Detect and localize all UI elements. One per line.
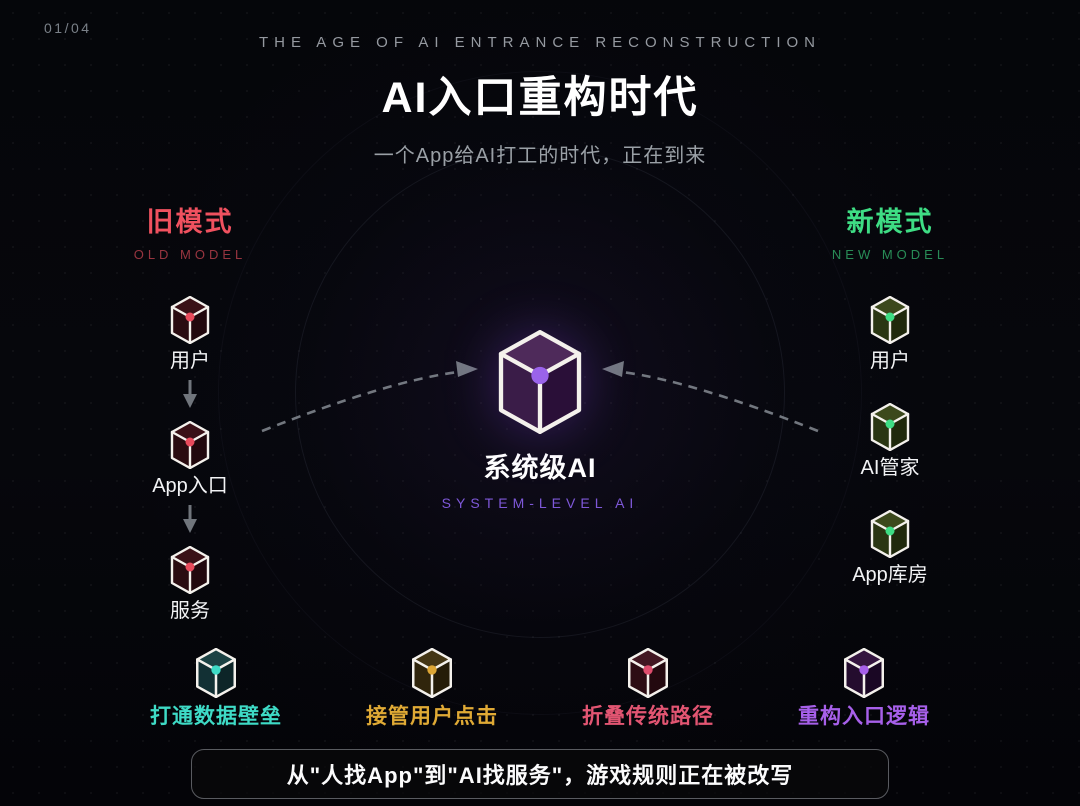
- old-chain-item-app-entrance: App入口: [110, 421, 270, 496]
- cube-icon: [195, 648, 237, 698]
- new-chain-label: AI管家: [860, 457, 920, 479]
- cube-icon: [870, 510, 910, 558]
- old-chain-item-service: 服务: [110, 546, 270, 621]
- summary-banner: 从"人找App"到"AI找服务"，游戏规则正在被改写: [191, 749, 889, 799]
- new-model-subtitle: NEW MODEL: [831, 247, 949, 262]
- old-to-hub-arrow-line: [261, 370, 459, 433]
- cube-icon: [170, 546, 210, 594]
- feature-label: 重构入口逻辑: [798, 705, 930, 728]
- old-chain-label: 用户: [170, 350, 210, 372]
- page-title: AI入口重构时代: [381, 74, 699, 122]
- new-model-column: 新模式 NEW MODEL 用户: [810, 200, 970, 585]
- old-chain-label: App入口: [152, 475, 228, 497]
- old-model-subtitle: OLD MODEL: [133, 247, 247, 262]
- feature-rebuild-entrance: 重构入口逻辑: [756, 648, 972, 727]
- new-model-title: 新模式: [846, 207, 934, 237]
- feature-data-walls: 打通数据壁垒: [108, 648, 324, 727]
- system-ai-cube-icon: [430, 330, 650, 434]
- hub-sublabel: SYSTEM-LEVEL AI: [441, 495, 639, 511]
- page-indicator: 01/04: [44, 20, 92, 36]
- hub-label: 系统级AI: [483, 453, 597, 483]
- new-chain-label: 用户: [870, 350, 910, 372]
- old-model-title: 旧模式: [146, 207, 234, 237]
- down-arrow-icon: [183, 380, 197, 408]
- cube-icon: [627, 648, 669, 698]
- header-eyebrow: THE AGE OF AI ENTRANCE RECONSTRUCTION: [258, 34, 822, 51]
- cube-icon: [870, 296, 910, 344]
- feature-label: 折叠传统路径: [582, 705, 714, 728]
- cube-icon: [170, 421, 210, 469]
- feature-take-over-clicks: 接管用户点击: [324, 648, 540, 727]
- cube-icon: [843, 648, 885, 698]
- feature-fold-paths: 折叠传统路径: [540, 648, 756, 727]
- old-model-column: 旧模式 OLD MODEL 用户: [110, 200, 270, 621]
- feature-label: 接管用户点击: [366, 705, 498, 728]
- old-chain-item-user: 用户: [110, 296, 270, 371]
- features-row: 打通数据壁垒 接管用户点击: [0, 648, 1080, 727]
- page-subtitle: 一个App给AI打工的时代，正在到来: [373, 145, 707, 167]
- cube-icon: [170, 296, 210, 344]
- slide-header: THE AGE OF AI ENTRANCE RECONSTRUCTION AI…: [0, 34, 1080, 168]
- system-level-ai-hub: 系统级AI SYSTEM-LEVEL AI: [430, 330, 650, 511]
- summary-banner-text: 从"人找App"到"AI找服务"，游戏规则正在被改写: [286, 763, 794, 788]
- new-to-hub-arrow-line: [621, 370, 819, 433]
- new-chain-item-app-warehouse: App库房: [810, 510, 970, 585]
- new-chain-item-user: 用户: [810, 296, 970, 371]
- cube-icon: [870, 403, 910, 451]
- old-chain-label: 服务: [170, 600, 210, 622]
- down-arrow-icon: [183, 505, 197, 533]
- feature-label: 打通数据壁垒: [150, 705, 282, 728]
- cube-icon: [411, 648, 453, 698]
- new-chain-item-ai-butler: AI管家: [810, 403, 970, 478]
- new-chain-label: App库房: [852, 564, 928, 586]
